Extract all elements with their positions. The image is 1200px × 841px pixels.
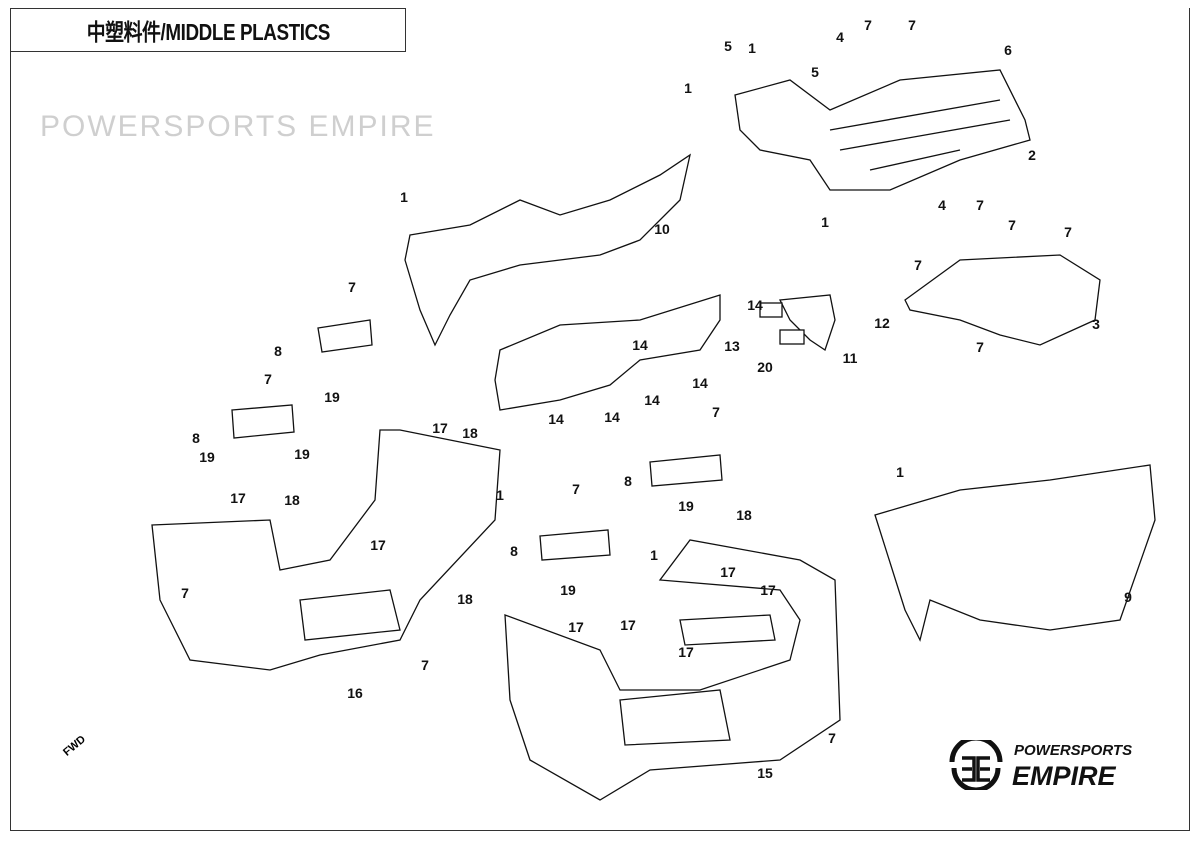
callout-5: 5 [724,38,732,54]
callout-1: 1 [896,464,904,480]
callout-8: 8 [192,430,200,446]
watermark-text: POWERSPORTS EMPIRE [40,110,436,143]
callout-14: 14 [632,337,648,353]
callout-7: 7 [1064,224,1072,240]
part-13-inner-panel [494,294,721,411]
title-box: 中塑料件/MIDDLE PLASTICS [10,8,406,52]
callout-1: 1 [748,40,756,56]
part-14-clip [759,302,783,318]
callout-15: 15 [757,765,773,781]
callout-7: 7 [348,279,356,295]
part-8-footpeg-right [539,529,611,561]
callout-14: 14 [548,411,564,427]
callout-8: 8 [624,473,632,489]
callout-17: 17 [568,619,584,635]
part-2-rear-rack-panel [734,69,1031,191]
callout-18: 18 [457,591,473,607]
callout-2: 2 [1028,147,1036,163]
callout-7: 7 [908,17,916,33]
callout-7: 7 [264,371,272,387]
part-8-footpeg-left [231,404,295,439]
callout-7: 7 [1008,217,1016,233]
callout-6: 6 [1004,42,1012,58]
callout-13: 13 [724,338,740,354]
callout-14: 14 [692,375,708,391]
callout-14: 14 [644,392,660,408]
callout-7: 7 [712,404,720,420]
callout-17: 17 [678,644,694,660]
page-title: 中塑料件/MIDDLE PLASTICS [86,19,330,45]
part-3-bracket-panel [904,254,1101,346]
callout-5: 5 [811,64,819,80]
callout-17: 17 [432,420,448,436]
callout-1: 1 [400,189,408,205]
callout-17: 17 [620,617,636,633]
part-16-left-footwell [151,429,501,671]
part-16-floor [299,589,401,641]
callout-17: 17 [230,490,246,506]
part-8-footpeg-right-upper [649,454,723,487]
callout-18: 18 [284,492,300,508]
callout-19: 19 [294,446,310,462]
callout-12: 12 [874,315,890,331]
callout-4: 4 [836,29,844,45]
part-9-right-side-panel [874,464,1156,642]
callout-10: 10 [654,221,670,237]
powersports-empire-logo: POWERSPORTS EMPIRE [946,740,1166,796]
callout-17: 17 [760,582,776,598]
callout-1: 1 [821,214,829,230]
callout-7: 7 [828,730,836,746]
logo-line2: EMPIRE [1012,761,1116,791]
callout-14: 14 [747,297,763,313]
callout-16: 16 [347,685,363,701]
callout-17: 17 [720,564,736,580]
callout-14: 14 [604,409,620,425]
part-10-side-panel [404,153,691,347]
callout-4: 4 [938,197,946,213]
part-2-detail [829,99,1011,171]
callout-7: 7 [976,339,984,355]
part-20-pad [779,329,805,345]
callout-7: 7 [976,197,984,213]
logo-line1: POWERSPORTS [1014,742,1133,759]
callout-1: 1 [496,487,504,503]
callout-8: 8 [274,343,282,359]
callout-7: 7 [421,657,429,673]
callout-1: 1 [684,80,692,96]
callout-19: 19 [199,449,215,465]
part-15-right-footwell [504,539,841,801]
callout-7: 7 [181,585,189,601]
callout-19: 19 [560,582,576,598]
callout-9: 9 [1124,589,1132,605]
callout-18: 18 [736,507,752,523]
drawing-frame [10,8,1190,831]
callout-7: 7 [914,257,922,273]
callout-7: 7 [864,17,872,33]
callout-3: 3 [1092,316,1100,332]
callout-1: 1 [650,547,658,563]
part-8-footpeg-upper-left [317,319,373,353]
callout-19: 19 [678,498,694,514]
callout-7: 7 [572,481,580,497]
empire-emblem-icon [949,740,1003,790]
callout-17: 17 [370,537,386,553]
part-11-cover [778,294,836,352]
callout-8: 8 [510,543,518,559]
callout-18: 18 [462,425,478,441]
callout-11: 11 [843,350,858,366]
callout-20: 20 [757,359,773,375]
callout-19: 19 [324,389,340,405]
part-15-floor [619,614,776,746]
